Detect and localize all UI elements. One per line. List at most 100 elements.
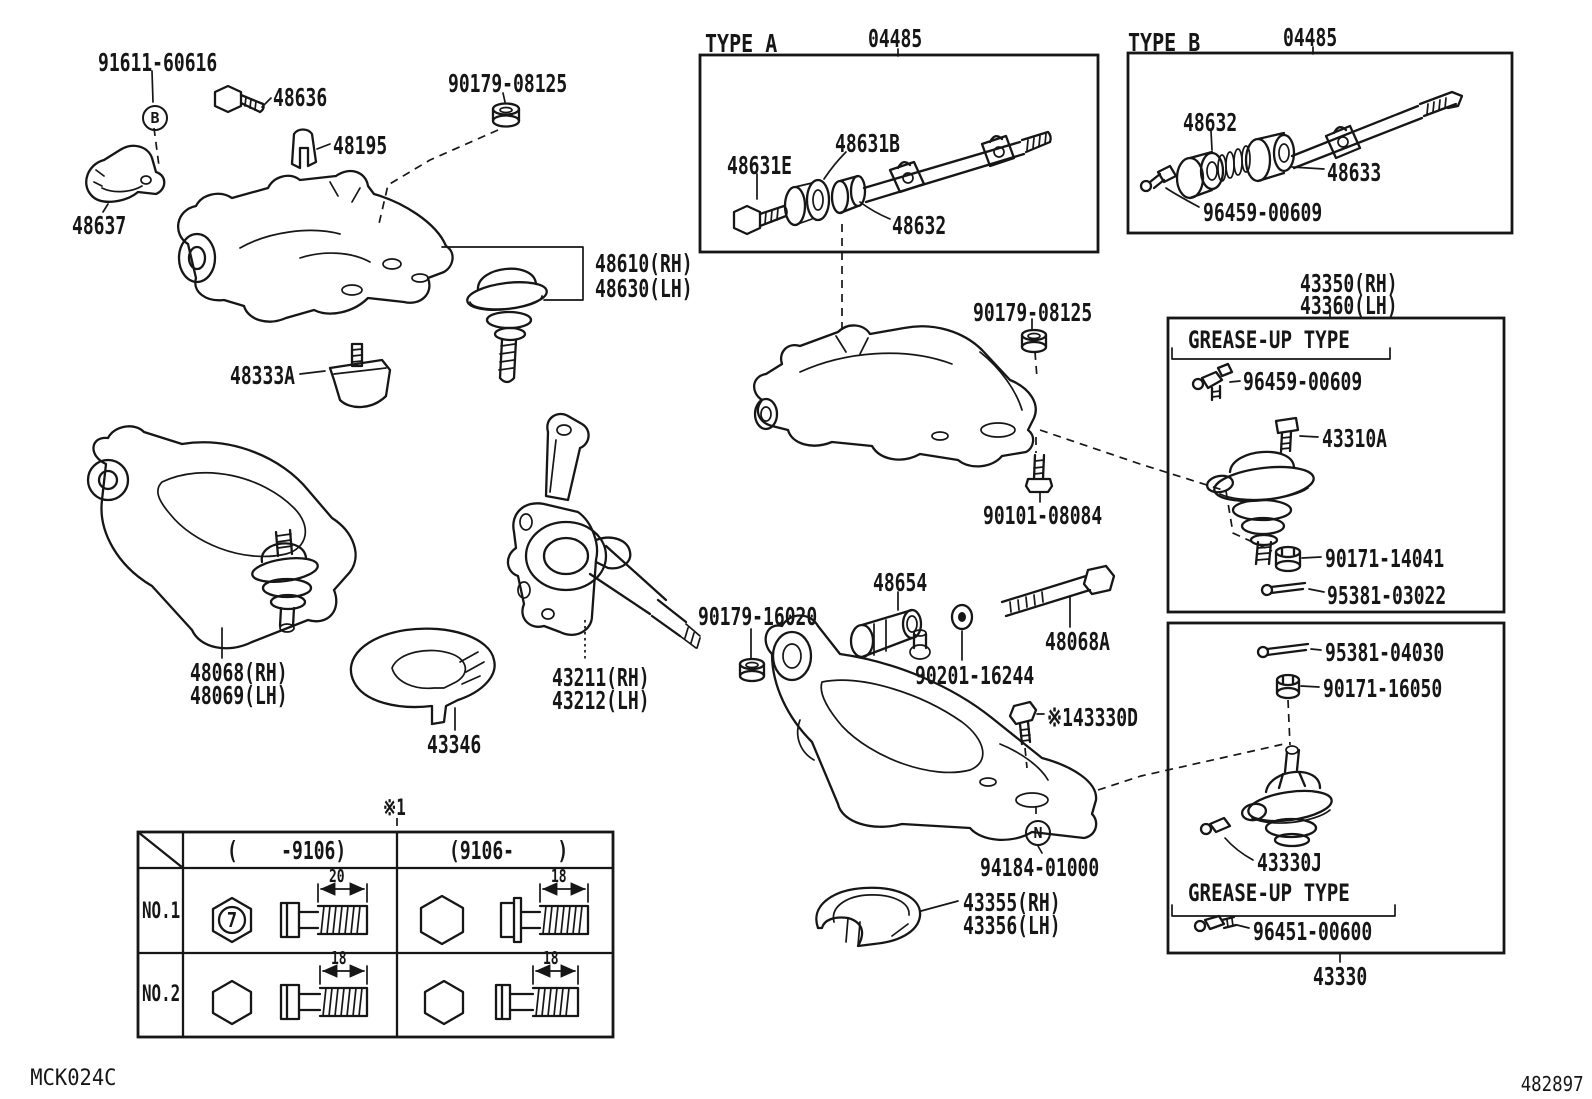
dim-no2-early: 18 <box>331 948 347 969</box>
label-48632-type-a: 48632 <box>892 211 947 240</box>
dim-no2-late: 18 <box>543 948 559 969</box>
label-48633: 48633 <box>1327 158 1382 187</box>
label-90171-14041: 90171-14041 <box>1325 544 1445 573</box>
type-b-box <box>1126 46 1514 235</box>
bolt-spec-table-icons <box>211 882 590 1026</box>
upper-control-arm-left-art <box>177 169 454 323</box>
label-43356-lh: 43356(LH) <box>963 911 1061 940</box>
table-row-no2: NO.2 <box>142 982 181 1007</box>
upper-ball-joint-box <box>1166 310 1506 614</box>
spring-seat-43346-art <box>349 627 496 726</box>
lower-ball-joint-left-art <box>251 528 319 633</box>
washer-90201-16244-art <box>950 603 974 631</box>
bushing-48654-art <box>849 608 923 659</box>
table-ref-mark: ※1 <box>383 796 406 821</box>
ref-mark-1: ※1 <box>1047 703 1073 732</box>
label-96451-00600: 96451-00600 <box>1253 917 1373 946</box>
label-48631e: 48631E <box>727 151 793 180</box>
bolt-48068a-art <box>1000 564 1116 618</box>
clip-48195-art <box>290 128 318 170</box>
camber-cam-type-b-art <box>1139 90 1464 200</box>
dim-no1-late: 18 <box>551 866 567 887</box>
lower-control-arm-middle-art <box>764 614 1098 842</box>
dust-cover-43355-art <box>815 886 922 948</box>
label-04485-type-a: 04485 <box>868 24 923 53</box>
bolt-spec-table-grid <box>136 830 615 1039</box>
grease-plug-43330j-art <box>1199 816 1232 836</box>
label-48632-type-b: 48632 <box>1183 108 1238 137</box>
label-43360-lh: 43360(LH) <box>1300 291 1398 320</box>
label-48631b: 48631B <box>835 129 901 158</box>
type-a-title: TYPE A <box>705 29 778 58</box>
label-96459-00609-box1: 96459-00609 <box>1243 367 1363 396</box>
bolt-48636-art <box>213 84 265 114</box>
grease-fitting-96451-art <box>1193 914 1238 933</box>
label-48333a: 48333A <box>230 361 296 390</box>
cotter-pin-95381-04030-art <box>1256 642 1310 659</box>
lower-ball-joint-box <box>1166 621 1506 963</box>
label-90179-08125-top: 90179-08125 <box>448 69 568 98</box>
label-90171-16050: 90171-16050 <box>1323 674 1443 703</box>
upper-control-arm-middle-art <box>753 324 1037 468</box>
table-col-early: ( -9106) <box>227 836 347 865</box>
callout-circle-b: B <box>142 105 168 131</box>
label-95381-03022: 95381-03022 <box>1327 581 1447 610</box>
camber-cam-type-a-art <box>732 130 1052 236</box>
label-90179-08125-middle: 90179-08125 <box>973 298 1093 327</box>
label-48610-rh: 48610(RH) <box>595 249 693 278</box>
label-grease-up-type-1: GREASE-UP TYPE <box>1188 326 1350 354</box>
label-48630-lh: 48630(LH) <box>595 274 693 303</box>
upper-ball-joint-art <box>466 267 548 384</box>
label-96459-00609-type-b: 96459-00609 <box>1203 198 1323 227</box>
label-43330d-text: 43330D <box>1072 703 1138 732</box>
label-90101-08084: 90101-08084 <box>983 501 1103 530</box>
bump-stop-48333a-art <box>328 342 392 409</box>
label-04485-type-b: 04485 <box>1283 23 1338 52</box>
label-48068a: 48068A <box>1045 627 1111 656</box>
page-code: 482897 <box>1520 1072 1584 1096</box>
label-90179-16020: 90179-16020 <box>698 602 818 631</box>
callout-circle-n: N <box>1025 820 1051 846</box>
label-94184-01000: 94184-01000 <box>980 853 1100 882</box>
label-48069-lh: 48069(LH) <box>190 681 288 710</box>
nut-90179-08125-middle-art <box>1020 328 1048 354</box>
label-43212-lh: 43212(LH) <box>552 686 650 715</box>
dim-no1-early: 20 <box>329 866 345 887</box>
label-43310a: 43310A <box>1322 424 1388 453</box>
label-43330d: ※143330D <box>1047 705 1138 730</box>
label-43350-rh: 43350(RH) <box>1300 269 1398 298</box>
label-90201-16244: 90201-16244 <box>915 661 1035 690</box>
drawing-code: MCK024C <box>30 1066 117 1091</box>
table-row-no1: NO.1 <box>142 899 181 924</box>
bolt-90101-08084-art <box>1024 453 1054 494</box>
label-43346: 43346 <box>427 730 482 759</box>
ball-joint-43350-art <box>1205 450 1315 566</box>
cotter-pin-95381-03022-art <box>1260 581 1307 597</box>
table-col-late: (9106- ) <box>449 836 569 865</box>
leader-lines <box>102 70 1325 929</box>
label-grease-up-type-2: GREASE-UP TYPE <box>1188 879 1350 907</box>
label-43355-rh: 43355(RH) <box>963 888 1061 917</box>
label-48636: 48636 <box>273 83 328 112</box>
label-48195: 48195 <box>333 131 388 160</box>
label-91611-60616: 91611-60616 <box>98 48 218 77</box>
castle-nut-90171-16050-art <box>1275 673 1301 700</box>
steering-knuckle-art <box>506 412 701 649</box>
label-48637: 48637 <box>72 211 127 240</box>
label-43211-rh: 43211(RH) <box>552 663 650 692</box>
grease-fitting-96459-art <box>1191 362 1234 402</box>
bolt-grade-mark: 7 <box>226 908 238 932</box>
label-95381-04030: 95381-04030 <box>1325 638 1445 667</box>
label-48068-rh: 48068(RH) <box>190 658 288 687</box>
lower-control-arm-left-art <box>86 425 357 650</box>
nut-90179-16020-art <box>738 657 766 683</box>
camber-shim-bracket-art <box>85 144 166 203</box>
nut-90179-08125-top-art <box>491 102 521 128</box>
type-b-title: TYPE B <box>1128 28 1201 57</box>
bolt-43330d-art <box>1008 700 1038 746</box>
ball-joint-43330-art <box>1240 745 1333 848</box>
type-a-box <box>698 48 1100 254</box>
label-43330j: 43330J <box>1257 848 1323 877</box>
